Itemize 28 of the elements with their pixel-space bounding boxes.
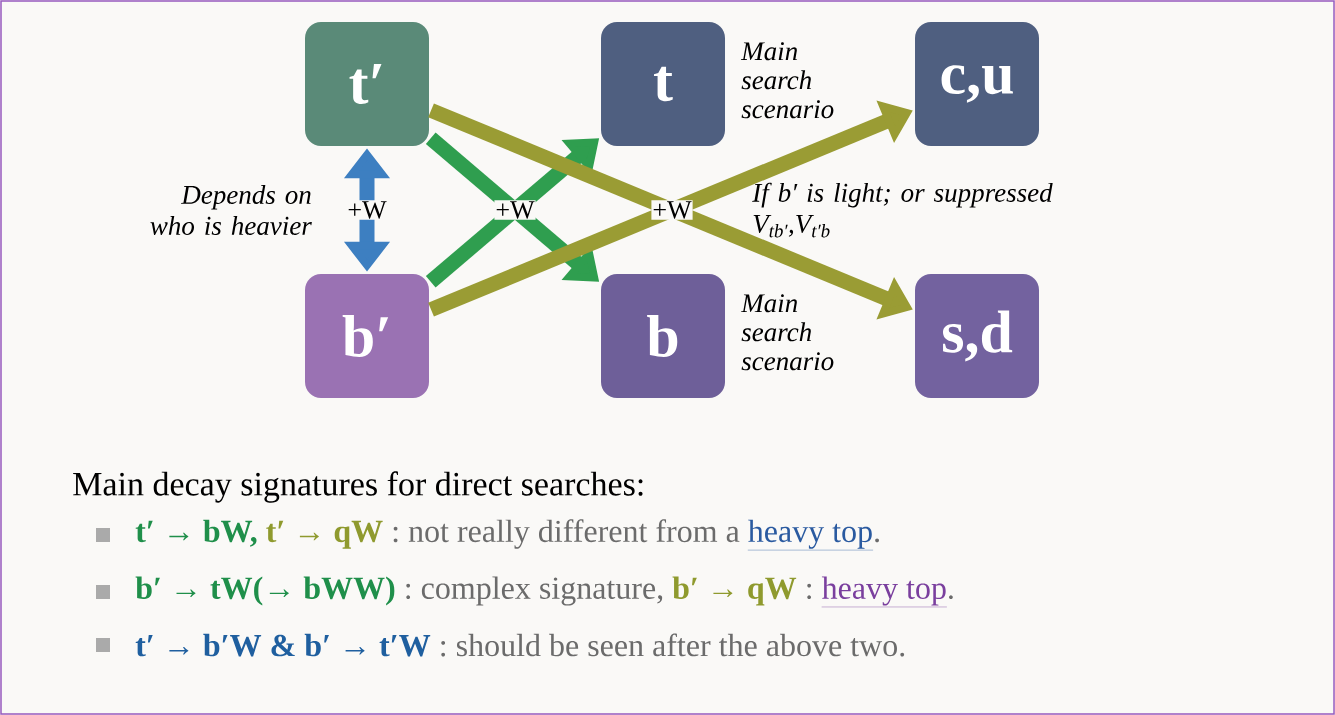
label: heavy top [748, 519, 872, 549]
label: b′ → tW(→ bWW) [135, 576, 395, 606]
edge-label: +W [346, 200, 388, 220]
label: : not really different from a [393, 519, 740, 549]
label: b′ → qW [672, 576, 797, 606]
rounded-box: c,u [915, 22, 1039, 146]
rounded-box: s,d [915, 274, 1039, 398]
label: : complex signature, [406, 576, 663, 606]
bullet-text: t′ → b′W & b′ → t′W : should be seen after the above two. [135, 633, 905, 657]
edge-label: +W [494, 200, 536, 220]
annotation: If b′ is light; or suppressed V$_{tb′}$,V$_{t′b}$ [752, 182, 1053, 238]
label: . [875, 538, 879, 543]
label: : [807, 583, 812, 600]
label: . [949, 595, 953, 600]
label: t′ → bW, [135, 519, 257, 547]
rounded-box: b′ [305, 274, 429, 398]
rounded-box: t [601, 22, 725, 146]
bullet-text: t′ → bW, t′ → qW : not really different from a heavy top. [135, 519, 879, 551]
annotation: Main search scenario [740, 42, 834, 119]
label: t′ → qW [266, 520, 383, 549]
edge-label: +W [651, 200, 693, 220]
rounded-box: t′ [305, 22, 429, 146]
rounded-box: b [601, 274, 725, 398]
annotation: Main search scenario [740, 294, 834, 371]
label: heavy top [821, 576, 946, 606]
heading: Main decay signatures for direct searches: [73, 471, 643, 503]
annotation: Depends on who is heavier [150, 185, 312, 235]
bullet-text: b′ → tW(→ bWW) : complex signature, b′ → qW : heavy top. [135, 576, 953, 608]
